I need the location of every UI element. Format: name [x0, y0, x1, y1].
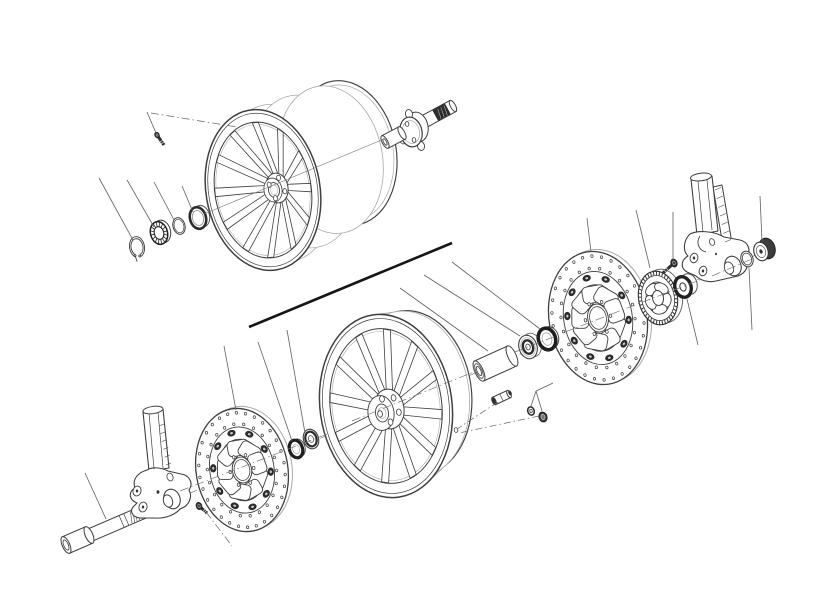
- rear-brake-disc: [547, 248, 653, 386]
- circlip: [128, 236, 146, 262]
- front-wheel: [318, 310, 473, 499]
- tapered-bearing: [149, 219, 172, 246]
- pinch-bolt: [195, 501, 208, 515]
- abs-phonic-wheel: [637, 268, 684, 326]
- grease-fitting: [154, 131, 166, 146]
- front-brake-disc: [194, 405, 293, 533]
- axis-lines-over: [150, 112, 753, 547]
- rear-axle-stub: [380, 126, 407, 149]
- wheel-spacer: [472, 345, 519, 382]
- section-divider-line: [248, 241, 453, 329]
- seal-ring: [188, 204, 211, 231]
- valve-hole: [453, 427, 459, 433]
- rear-wheel: [204, 80, 398, 272]
- front-axle-head: [60, 526, 95, 554]
- leader-lines: [84, 111, 763, 520]
- washer: [172, 217, 186, 235]
- axle-washer: [740, 250, 754, 268]
- valve-cap: [491, 390, 512, 405]
- valve-nut: [538, 411, 548, 423]
- front-fork-leg: [129, 405, 192, 519]
- axle-cap: [753, 237, 776, 262]
- valve-washer: [526, 406, 536, 416]
- phonic-bolt: [661, 258, 678, 275]
- front-bearing: [518, 332, 542, 360]
- rear-axle-carrier: [681, 172, 750, 283]
- front-oring: [536, 326, 560, 352]
- left-seal: [302, 428, 320, 450]
